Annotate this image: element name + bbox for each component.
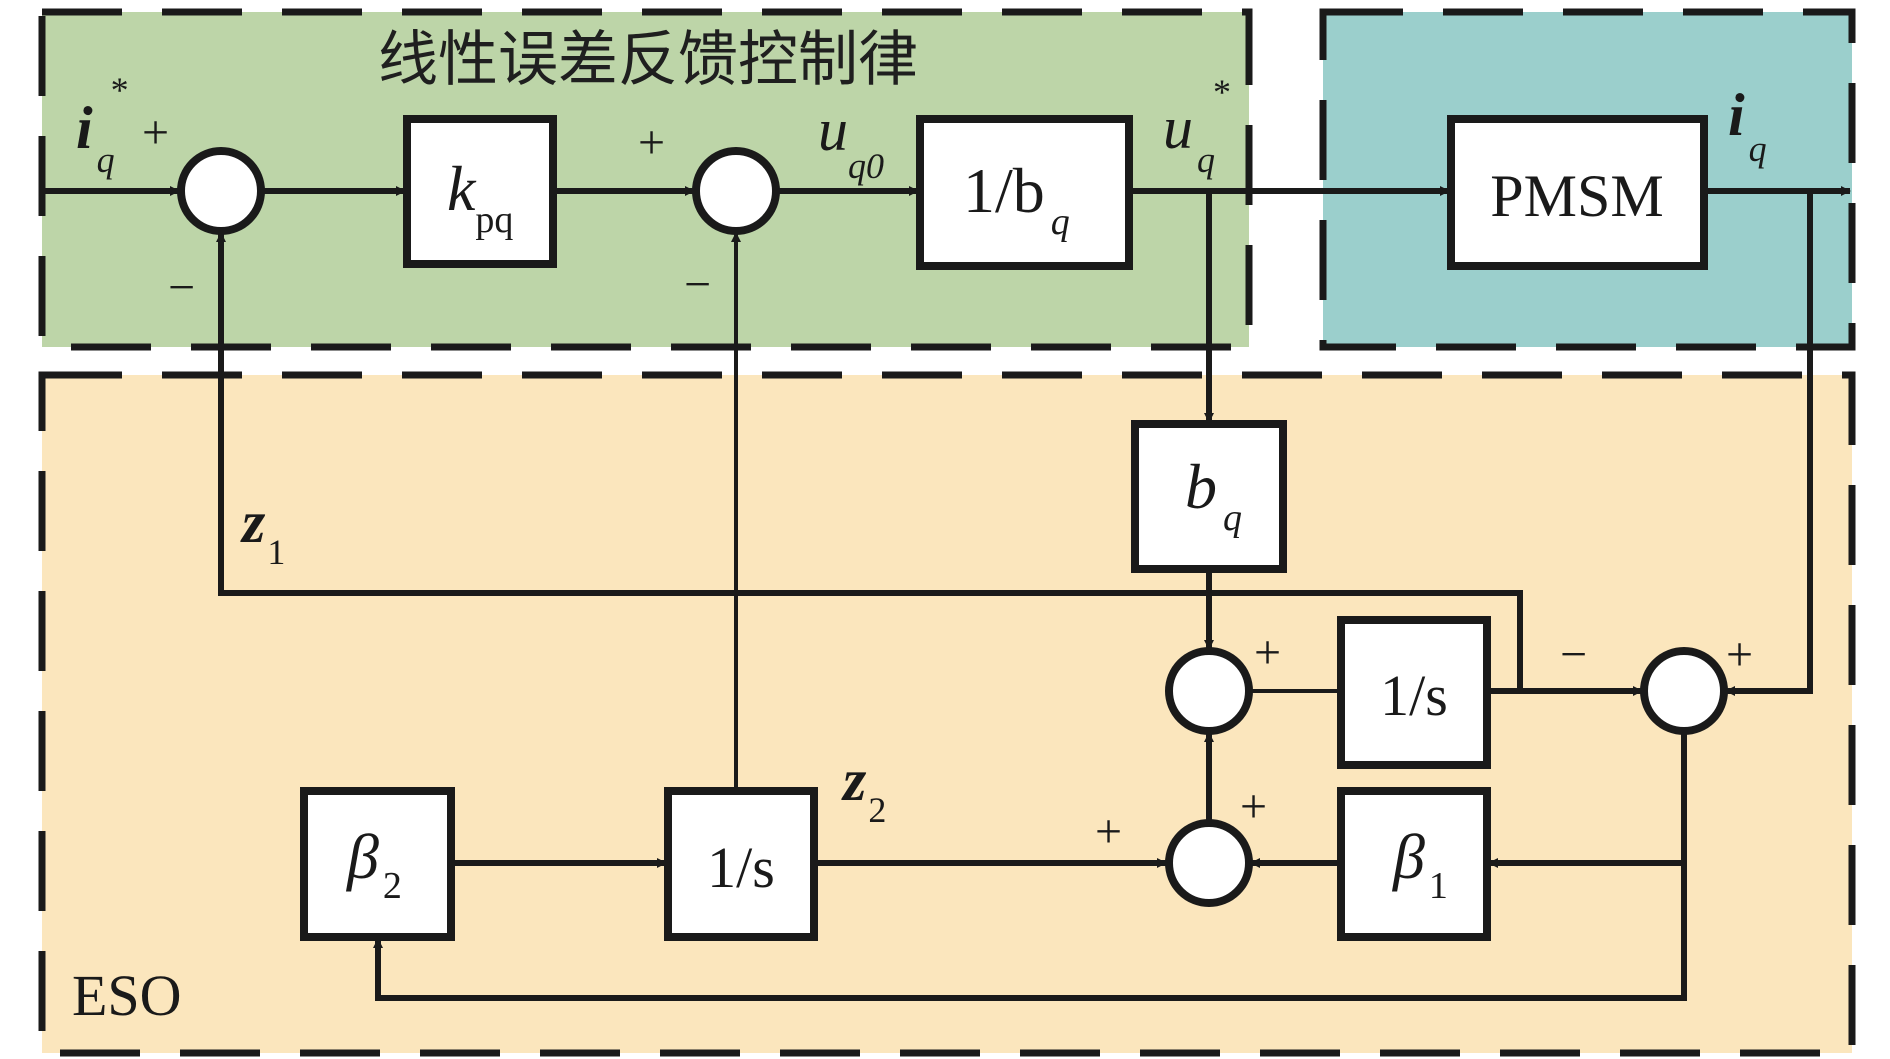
- block-integrator-1-label: 1/s: [1380, 663, 1448, 728]
- sign-sum2-in: +: [638, 116, 665, 169]
- observer-region: ESO: [38, 371, 1856, 1057]
- block-kpq: [403, 115, 557, 268]
- sum-junction-2: [692, 147, 780, 235]
- wire-iq-feedback: [1725, 191, 1813, 696]
- block-pmsm-label: PMSM: [1490, 163, 1663, 229]
- controller-title: 线性误差反馈控制律: [378, 25, 918, 95]
- sign-sumB-right: +: [1240, 780, 1267, 833]
- signal-wires: [42, 186, 1851, 1001]
- sum-junction-b: [1165, 819, 1253, 907]
- block-bq: [1131, 420, 1287, 573]
- block-pmsm: [1447, 115, 1708, 270]
- sign-sumC-left: −: [1560, 628, 1587, 681]
- observer-title: ESO: [72, 963, 182, 1028]
- signal-z2: z2: [841, 747, 886, 830]
- block-integrator-2: [664, 787, 818, 941]
- signal-uq0: uq0: [818, 97, 884, 186]
- sign-sum1-fb: −: [168, 261, 195, 314]
- block-kpq-label: kpq: [447, 153, 513, 241]
- block-beta2: [300, 787, 455, 941]
- signal-z1: z1: [240, 489, 285, 572]
- block-beta1: [1337, 787, 1491, 941]
- sum-junction-1: [177, 147, 265, 235]
- sign-sumA-top: +: [1254, 626, 1281, 679]
- sign-sum2-fb: −: [684, 258, 711, 311]
- signal-iq: iq: [1728, 82, 1767, 169]
- block-integrator-1: [1337, 616, 1491, 769]
- sum-junction-c: [1640, 647, 1728, 735]
- sign-sum1-in: +: [142, 106, 169, 159]
- sum-junction-a: [1165, 647, 1253, 735]
- wire-error-to-beta2: [373, 863, 1687, 1001]
- block-inv-bq: [916, 115, 1133, 270]
- block-integrator-2-label: 1/s: [707, 835, 775, 900]
- sign-sumB-left: +: [1095, 805, 1122, 858]
- wire-z1-feedback: [216, 232, 1523, 691]
- sign-sumC-right: +: [1726, 628, 1753, 681]
